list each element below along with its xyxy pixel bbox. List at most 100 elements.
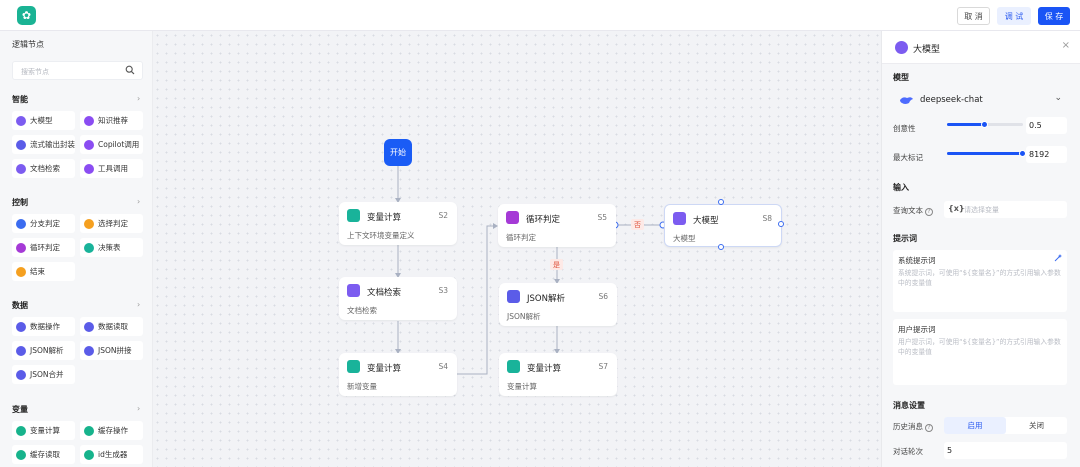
knowledge-icon <box>84 115 94 126</box>
node-id: S4 <box>438 362 448 371</box>
palette-item[interactable]: 决策表 <box>80 238 143 257</box>
palette-item[interactable]: 分支判定 <box>12 214 75 233</box>
creativity-input[interactable]: 0.5 <box>1026 117 1067 134</box>
rounds-label: 对话轮次 <box>893 447 923 456</box>
node-handle-right[interactable] <box>778 221 784 227</box>
help-icon[interactable]: ? <box>925 424 933 432</box>
node-handle-bottom[interactable] <box>718 244 724 250</box>
workflow-node-s7[interactable]: 变量计算 S7 变量计算 <box>499 353 617 396</box>
section-message: 消息设置 <box>893 401 925 410</box>
max-tokens-label: 最大标记 <box>893 153 923 162</box>
magic-wand-icon[interactable] <box>1054 254 1062 262</box>
node-handle-top[interactable] <box>718 199 724 205</box>
palette-item[interactable]: 循环判定 <box>12 238 75 257</box>
chevron-down-icon[interactable]: ⌄ <box>1054 93 1062 103</box>
node-config-panel: 大模型 × 模型 deepseek-chat ⌄ 创意性 0.5 最大标记 81… <box>881 31 1080 467</box>
model-select[interactable]: deepseek-chat ⌄ <box>899 91 1065 109</box>
chevron-right-icon[interactable]: › <box>137 94 141 103</box>
palette-item[interactable]: JSON拼接 <box>80 341 143 360</box>
node-title: 变量计算 <box>367 364 402 374</box>
palette-item[interactable]: 知识推荐 <box>80 111 143 130</box>
slider-knob[interactable] <box>1019 150 1026 157</box>
palette-item[interactable]: JSON合并 <box>12 365 75 384</box>
sidebar-title: 逻辑节点 <box>12 40 44 49</box>
system-prompt-field[interactable]: 系统提示词 系统提示词，可使用“${变量名}”的方式引用输入参数中的变量值 <box>893 250 1067 312</box>
palette-item[interactable]: 选择判定 <box>80 214 143 233</box>
history-off-option[interactable]: 关闭 <box>1029 421 1044 430</box>
palette-item[interactable]: 数据读取 <box>80 317 143 336</box>
palette-item[interactable]: 文档检索 <box>12 159 75 178</box>
workflow-node-s3[interactable]: 文档检索 S3 文档检索 <box>339 277 457 320</box>
select-icon <box>84 218 94 229</box>
node-desc: 新增变量 <box>347 382 377 391</box>
json-merge-icon <box>16 369 26 380</box>
close-icon[interactable]: × <box>1061 40 1070 51</box>
app-logo-icon: ✿ <box>17 6 36 25</box>
loop-icon <box>506 211 519 224</box>
palette-item[interactable]: 变量计算 <box>12 421 75 440</box>
category-variable: 变量 <box>12 405 28 414</box>
slider-knob[interactable] <box>981 121 988 128</box>
creativity-label: 创意性 <box>893 124 916 133</box>
palette-item[interactable]: 大模型 <box>12 111 75 130</box>
workflow-node-s6[interactable]: JSON解析 S6 JSON解析 <box>499 283 617 326</box>
node-desc: 循环判定 <box>506 233 536 242</box>
cache-op-icon <box>84 425 94 436</box>
workflow-node-s2[interactable]: 变量计算 S2 上下文环境变量定义 <box>339 202 457 245</box>
node-search-input[interactable]: 搜索节点 <box>12 61 143 80</box>
cache-read-icon <box>16 449 26 460</box>
help-icon[interactable]: ? <box>925 208 933 216</box>
history-on-option[interactable]: 启用 <box>944 417 1006 434</box>
workflow-canvas[interactable]: 开始 变量计算 S2 上下文环境变量定义 文档检索 S3 文档检索 变量计算 S… <box>153 31 881 467</box>
data-read-icon <box>84 321 94 332</box>
category-data: 数据 <box>12 301 28 310</box>
rounds-input[interactable]: 5 <box>944 442 1067 459</box>
start-node[interactable]: 开始 <box>384 139 412 166</box>
chevron-right-icon[interactable]: › <box>137 404 141 413</box>
debug-button[interactable]: 调 试 <box>997 7 1031 25</box>
palette-item[interactable]: 结束 <box>12 262 75 281</box>
user-prompt-field[interactable]: 用户提示词 用户提示词，可使用“${变量名}”的方式引用输入参数中的变量值 <box>893 319 1067 385</box>
cancel-button[interactable]: 取 消 <box>957 7 990 25</box>
node-desc: JSON解析 <box>507 312 541 321</box>
section-input: 输入 <box>893 183 909 192</box>
workflow-node-s8[interactable]: 大模型 S8 大模型 <box>664 204 782 247</box>
palette-item[interactable]: 流式输出封装 <box>12 135 75 154</box>
palette-item[interactable]: JSON解析 <box>12 341 75 360</box>
palette-item[interactable]: 缓存操作 <box>80 421 143 440</box>
panel-title: 大模型 <box>913 45 941 55</box>
palette-item[interactable]: 工具调用 <box>80 159 143 178</box>
model-icon <box>895 41 908 54</box>
section-model: 模型 <box>893 73 909 82</box>
stream-icon <box>16 139 26 150</box>
node-id: S2 <box>438 211 448 220</box>
palette-item[interactable]: 数据操作 <box>12 317 75 336</box>
creativity-slider[interactable] <box>947 121 1023 128</box>
search-icon[interactable] <box>125 65 135 75</box>
json-parse-icon <box>507 290 520 303</box>
palette-item[interactable]: Copilot调用 <box>80 135 143 154</box>
node-id: S8 <box>762 214 772 223</box>
chevron-right-icon[interactable]: › <box>137 197 141 206</box>
loop-icon <box>16 242 26 253</box>
palette-item[interactable]: id生成器 <box>80 445 143 464</box>
max-tokens-slider[interactable] <box>947 150 1026 157</box>
workflow-node-s4[interactable]: 变量计算 S4 新增变量 <box>339 353 457 396</box>
max-tokens-input[interactable]: 8192 <box>1026 146 1067 163</box>
node-id: S6 <box>598 292 608 301</box>
slider-fill <box>947 152 1023 155</box>
variable-calc-icon <box>507 360 520 373</box>
query-label: 查询文本? <box>893 205 933 216</box>
query-variable-input[interactable]: {x} 请选择变量 <box>944 201 1067 218</box>
slider-fill <box>947 123 985 126</box>
workflow-node-s5[interactable]: 循环判定 S5 循环判定 <box>498 204 616 247</box>
deepseek-logo-icon <box>900 96 913 104</box>
variable-calc-icon <box>347 360 360 373</box>
palette-item[interactable]: 缓存读取 <box>12 445 75 464</box>
chevron-right-icon[interactable]: › <box>137 300 141 309</box>
save-button[interactable]: 保 存 <box>1038 7 1070 25</box>
branch-tag-yes: 是 <box>550 259 563 270</box>
history-label: 历史消息? <box>893 421 933 432</box>
decision-table-icon <box>84 242 94 253</box>
history-toggle[interactable]: 启用 关闭 <box>944 417 1067 434</box>
